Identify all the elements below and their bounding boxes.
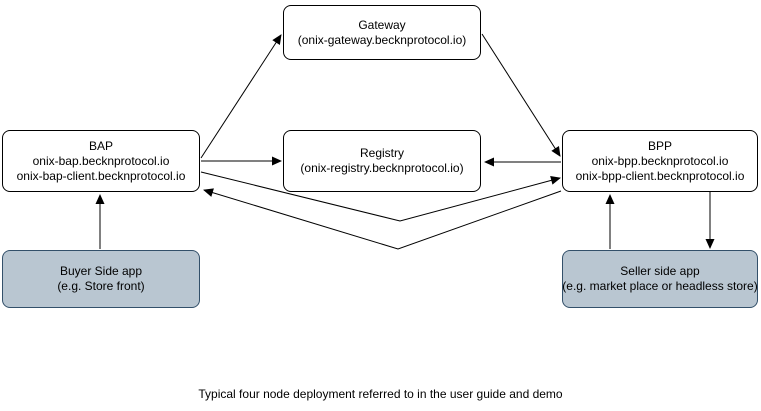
node-bpp: BPP onix-bpp.becknprotocol.io onix-bpp-c… — [562, 130, 758, 192]
edge-bpp-to-bap — [203, 188, 562, 250]
node-bap: BAP onix-bap.becknprotocol.io onix-bap-c… — [2, 130, 200, 192]
node-buyer-subtitle: (e.g. Store front) — [57, 279, 145, 293]
node-bap-url: onix-bap.becknprotocol.io — [32, 153, 170, 168]
node-buyer-title: Buyer Side app — [59, 264, 143, 278]
node-bpp-client-url: onix-bpp-client.becknprotocol.io — [575, 168, 745, 183]
node-bpp-title: BPP — [647, 138, 672, 153]
node-buyer-side-app: Buyer Side app (e.g. Store front) — [2, 250, 200, 308]
edge-bap-to-gateway — [200, 34, 282, 159]
node-bpp-url: onix-bpp.becknprotocol.io — [591, 153, 729, 168]
edge-bap-to-bpp — [200, 171, 561, 222]
node-bap-title: BAP — [88, 138, 113, 153]
node-registry-url: (onix-registry.becknprotocol.io) — [300, 161, 464, 175]
node-registry: Registry (onix-registry.becknprotocol.io… — [283, 130, 481, 192]
diagram-caption: Typical four node deployment referred to… — [198, 387, 563, 401]
edge-gateway-to-bpp — [481, 33, 561, 157]
node-gateway: Gateway (onix-gateway.becknprotocol.io) — [283, 5, 481, 60]
node-bap-client-url: onix-bap-client.becknprotocol.io — [16, 168, 186, 183]
node-seller-subtitle: (e.g. market place or headless store) — [562, 279, 758, 293]
node-registry-title: Registry — [359, 146, 404, 160]
node-seller-title: Seller side app — [620, 264, 700, 278]
node-gateway-title: Gateway — [358, 17, 406, 32]
node-seller-side-app: Seller side app (e.g. market place or he… — [562, 250, 758, 308]
node-gateway-url: (onix-gateway.becknprotocol.io) — [297, 32, 467, 47]
